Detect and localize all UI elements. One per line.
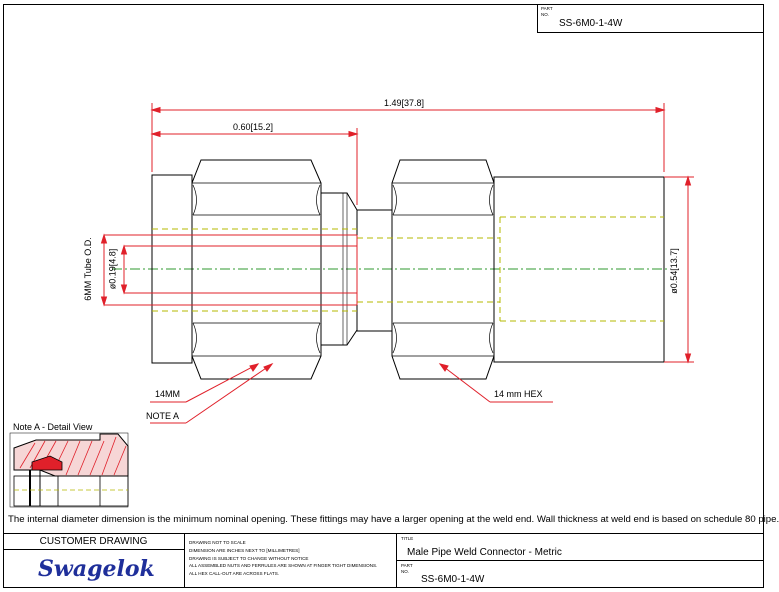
hidden-lines xyxy=(152,216,664,322)
brand-logo: Swagelok xyxy=(3,550,185,588)
overall-length-dimension xyxy=(150,103,666,172)
drawing-note: ALL HEX CALL-OUT ARE ACROSS FLATS. xyxy=(189,571,280,577)
nut-hex-callout: 14MM xyxy=(155,389,181,399)
part-number-cell: PART NO. SS-6M0-1-4W xyxy=(397,561,764,588)
swagelok-logo: Swagelok xyxy=(38,556,155,582)
title-label: TITLE xyxy=(401,536,414,541)
weld-end-dimension xyxy=(664,175,694,364)
leader-lines xyxy=(150,362,553,424)
drawing-note: DRAWING NOT TO SCALE xyxy=(189,540,246,545)
drawing-note: DRAWING IS SUBJECT TO CHANGE WITHOUT NOT… xyxy=(189,555,309,561)
bore-dia-text: ø0.19[4.8] xyxy=(107,248,118,290)
nut-length-text: 0.60[15.2] xyxy=(233,122,274,132)
body-hex xyxy=(391,159,495,380)
drawing-note: ALL ASSEMBLED NUTS AND FERRULES ARE SHOW… xyxy=(189,563,378,569)
drawing-note: DIMENSION ARE INCHES NEXT TO [MILLIMETRE… xyxy=(189,547,300,553)
no-label: NO. xyxy=(401,569,410,574)
body-hex-callout: 14 mm HEX xyxy=(494,389,543,399)
title-block: CUSTOMER DRAWING Swagelok DRAWING NOT TO… xyxy=(3,533,764,588)
drawing-notes: DRAWING NOT TO SCALE DIMENSION ARE INCHE… xyxy=(185,534,397,588)
nut-hex xyxy=(191,159,322,380)
header-part-number-box: PART NO. SS-6M0-1-4W xyxy=(537,4,764,33)
weld-end-dia-text: ø0.54[13.7] xyxy=(668,248,679,294)
part-label: PART xyxy=(541,6,553,11)
drawing-frame xyxy=(3,4,764,588)
header-part-number: SS-6M0-1-4W xyxy=(559,18,623,29)
footnote-text: The internal diameter dimension is the m… xyxy=(8,514,779,525)
title-cell: TITLE Male Pipe Weld Connector - Metric xyxy=(397,534,764,561)
part-label: PART xyxy=(401,563,413,568)
svg-text:Swagelok: Swagelok xyxy=(38,556,155,582)
customer-drawing-label: CUSTOMER DRAWING xyxy=(3,534,185,550)
part-number: SS-6M0-1-4W xyxy=(421,574,485,585)
no-label: NO. xyxy=(541,12,550,17)
tube-od-text: 6MM Tube O.D. xyxy=(82,237,93,301)
tube-od-lines xyxy=(104,234,358,306)
tube-od-dimension xyxy=(100,233,128,307)
weld-end xyxy=(493,176,665,363)
detail-view xyxy=(9,432,129,508)
neck xyxy=(356,209,393,332)
overall-length-text: 1.49[37.8] xyxy=(384,98,425,108)
drawing-title: Male Pipe Weld Connector - Metric xyxy=(407,547,562,558)
detail-view-title: Note A - Detail View xyxy=(13,422,93,432)
note-a-callout: NOTE A xyxy=(146,411,180,421)
nut-length-dimension xyxy=(150,128,359,205)
